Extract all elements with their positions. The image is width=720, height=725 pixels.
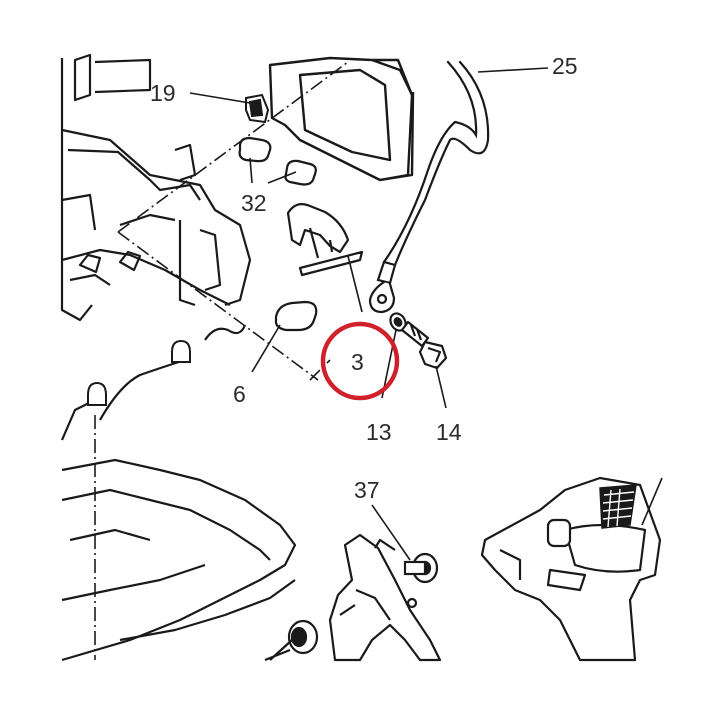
washer-and-bolt [389, 312, 448, 370]
bracket-part [286, 203, 364, 277]
centerlines [94, 61, 349, 660]
control-module [268, 56, 415, 182]
rubber-pads [238, 136, 318, 332]
callout-6[interactable]: 6 [233, 381, 246, 407]
callout-14[interactable]: 14 [436, 419, 462, 445]
ground-cable [368, 60, 490, 314]
callout-labels: 25 19 32 3 6 13 14 37 [150, 53, 578, 503]
callout-25[interactable]: 25 [552, 53, 578, 79]
callout-13[interactable]: 13 [366, 419, 392, 445]
lower-rail [60, 358, 297, 662]
chassis-frame [60, 53, 252, 341]
grommets [264, 552, 439, 662]
tread-pad-lines [602, 488, 635, 528]
highlight-ring [320, 321, 400, 401]
pin-bulbs [87, 339, 191, 406]
callout-19[interactable]: 19 [150, 80, 176, 106]
callout-3[interactable]: 3 [351, 349, 364, 375]
callout-37[interactable]: 37 [354, 477, 380, 503]
callout-32[interactable]: 32 [241, 190, 267, 216]
connector-clip [245, 93, 270, 124]
mount-bracket [328, 533, 442, 662]
